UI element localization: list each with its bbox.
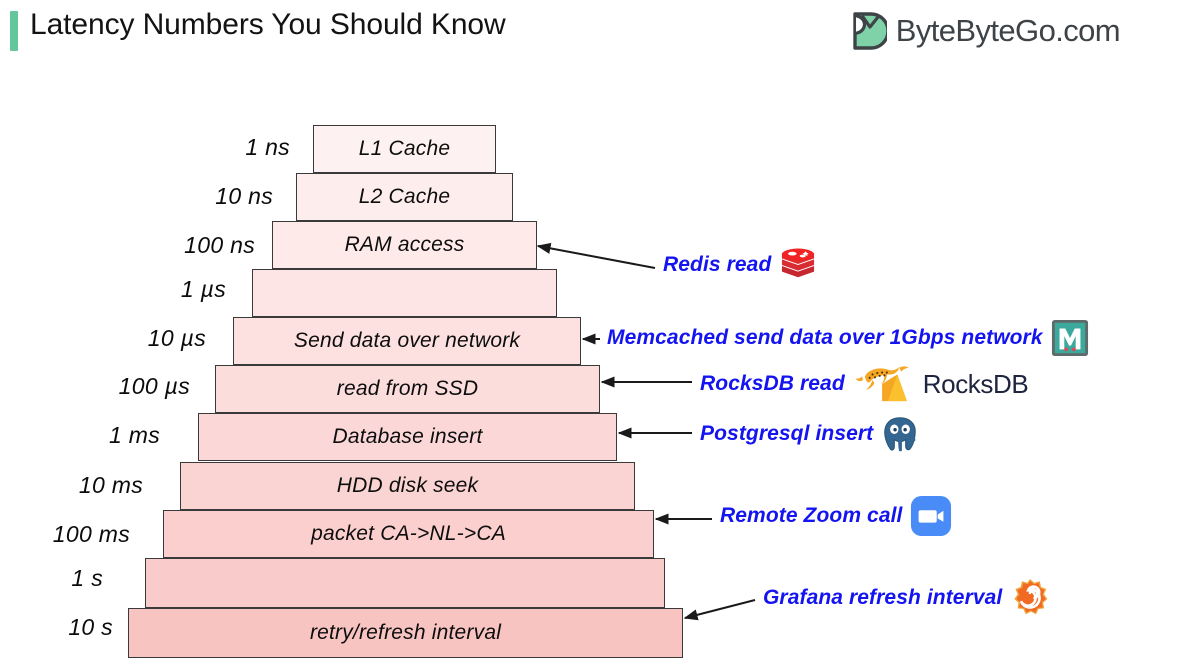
tick-label-100ns: 100 ns [184, 232, 255, 258]
postgresql-logo-icon [881, 415, 919, 453]
pyramid-step-l2-cache[interactable]: L2 Cache [296, 173, 513, 221]
brand-name: ByteByteGo.com [895, 13, 1121, 48]
pyramid-step-read-from-ssd[interactable]: read from SSD [215, 365, 600, 413]
pyramid-step-label: read from SSD [336, 377, 479, 400]
brand-logo: ByteByteGo.com [851, 10, 1121, 52]
pyramid-step-label: RAM access [344, 233, 465, 256]
pyramid-step-label: HDD disk seek [336, 474, 479, 497]
tick-label-100ms: 100 ms [52, 521, 130, 547]
annotation-label: Remote Zoom call [720, 504, 903, 527]
annotation-grafana-refresh-interval[interactable]: Grafana refresh interval [763, 578, 1050, 618]
pyramid-step-ram-access[interactable]: RAM access [272, 221, 537, 269]
annotation-rocksdb-read[interactable]: RocksDB read RocksDB [700, 363, 1029, 405]
annotation-label: Memcached send data over 1Gbps network [607, 326, 1043, 349]
page-title: Latency Numbers You Should Know [30, 8, 506, 41]
pyramid-step-1s[interactable] [145, 558, 665, 608]
pyramid-step-1us[interactable] [252, 269, 557, 317]
pyramid-step-label: L2 Cache [358, 185, 451, 208]
annotation-postgresql-insert[interactable]: Postgresql insert [700, 415, 919, 453]
annotation-label: Postgresql insert [700, 422, 874, 445]
redis-logo-icon [779, 248, 817, 282]
pyramid-step-label: retry/refresh interval [309, 621, 502, 644]
tick-label-10ms: 10 ms [78, 472, 143, 498]
pyramid-step-database-insert[interactable]: Database insert [198, 413, 617, 461]
tick-label-1ms: 1 ms [108, 422, 160, 448]
tick-label-10s: 10 s [68, 614, 113, 640]
tick-label-1ns: 1 ns [245, 134, 290, 160]
annotation-label: Grafana refresh interval [763, 586, 1003, 609]
bytebytego-logo-icon [851, 10, 887, 52]
memcached-logo-icon [1051, 319, 1089, 357]
pyramid-step-label: Send data over network [293, 329, 521, 352]
zoom-logo-icon [910, 495, 952, 537]
annotation-label: RocksDB read [700, 372, 845, 395]
pyramid-step-packet-ca-nl-ca[interactable]: packet CA->NL->CA [163, 510, 654, 558]
annotation-remote-zoom-call[interactable]: Remote Zoom call [720, 495, 952, 537]
pyramid-step-label: L1 Cache [358, 137, 451, 160]
pyramid-step-label: packet CA->NL->CA [311, 522, 506, 545]
rocksdb-logo-icon [853, 363, 915, 405]
tick-label-1us: 1 µs [180, 276, 226, 302]
pyramid-step-l1-cache[interactable]: L1 Cache [313, 125, 496, 173]
annotation-redis-read[interactable]: Redis read [663, 248, 817, 282]
tick-label-10ns: 10 ns [215, 183, 273, 209]
header: Latency Numbers You Should Know ByteByte… [0, 0, 1200, 62]
annotation-label: Redis read [663, 253, 772, 276]
tick-label-1s: 1 s [71, 565, 103, 591]
rocksdb-wordmark: RocksDB [922, 368, 1029, 399]
pyramid-step-label: Database insert [332, 425, 483, 448]
accent-bar [10, 11, 18, 51]
pyramid-step-send-data-over-network[interactable]: Send data over network [233, 317, 581, 365]
grafana-logo-icon [1010, 578, 1050, 618]
pyramid-step-retry-refresh-interval[interactable]: retry/refresh interval [128, 608, 683, 658]
pyramid-step-hdd-disk-seek[interactable]: HDD disk seek [180, 462, 635, 510]
tick-label-100us: 100 µs [118, 373, 190, 399]
tick-label-10us: 10 µs [147, 325, 206, 351]
annotation-memcached[interactable]: Memcached send data over 1Gbps network [607, 319, 1089, 357]
